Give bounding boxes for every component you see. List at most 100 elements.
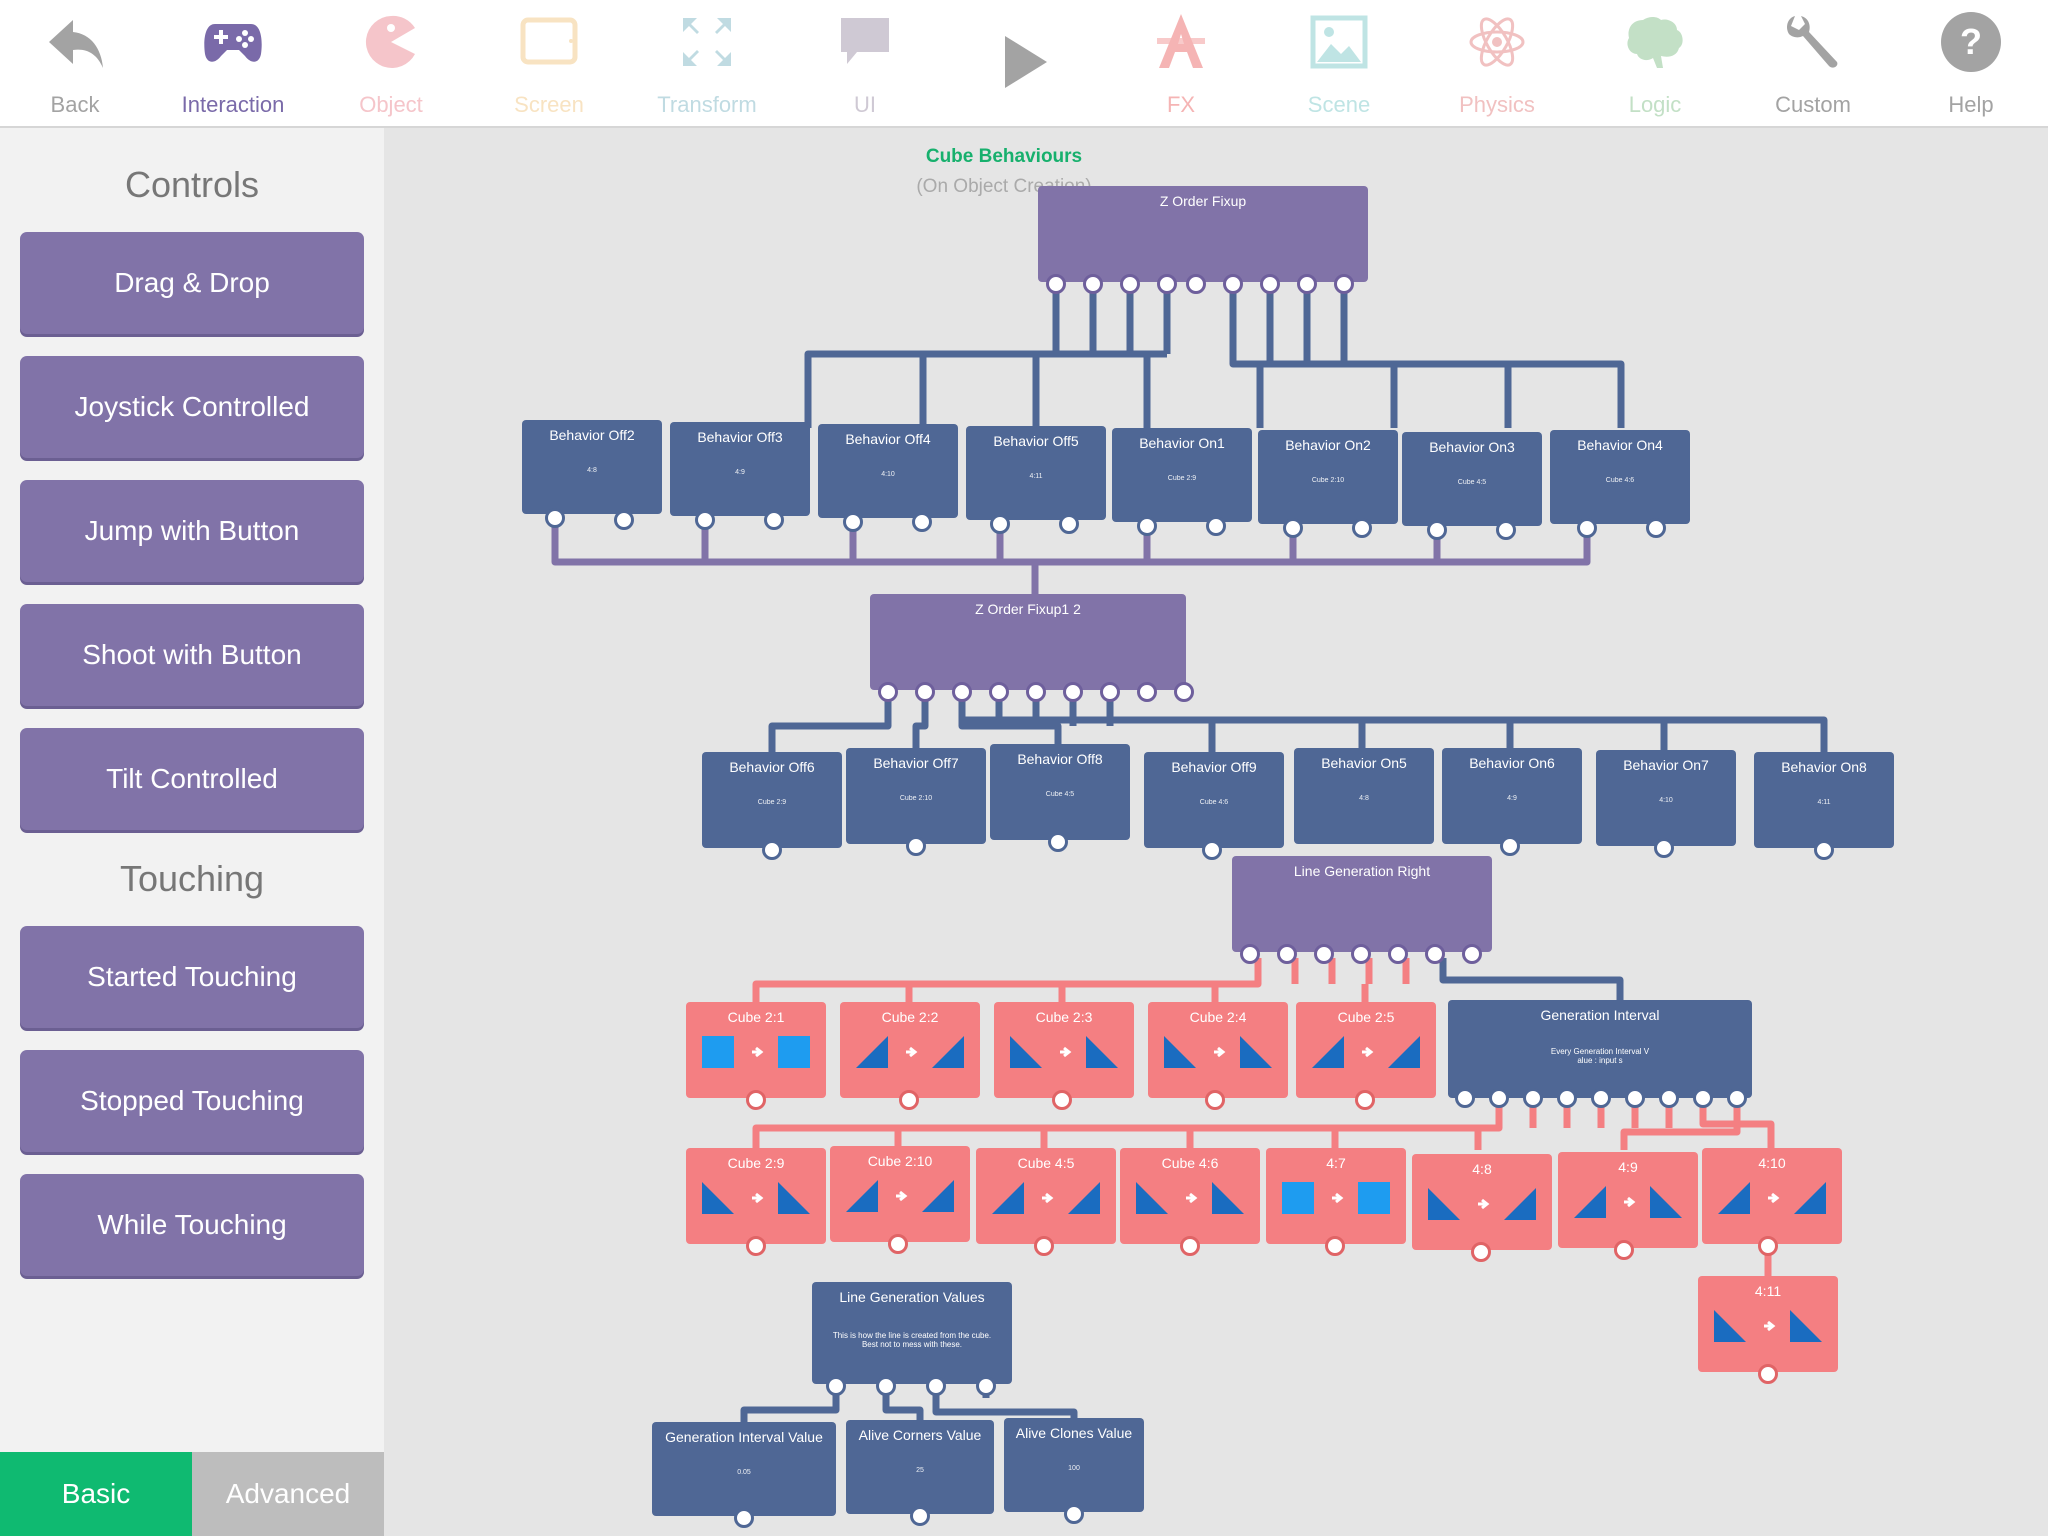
connection-port[interactable] <box>843 512 863 532</box>
connection-port[interactable] <box>990 514 1010 534</box>
toolbar-ui-button[interactable]: UI <box>790 0 940 126</box>
connection-port[interactable] <box>1048 832 1068 852</box>
connection-port[interactable] <box>1120 274 1140 294</box>
connection-port[interactable] <box>1427 520 1447 540</box>
cube-2-1-node[interactable]: Cube 2:1 <box>686 1002 826 1098</box>
connection-port[interactable] <box>826 1376 846 1396</box>
connection-port[interactable] <box>915 682 935 702</box>
cube-2-9-node[interactable]: Cube 2:9 <box>686 1148 826 1244</box>
toolbar-logic-button[interactable]: Logic <box>1580 0 1730 126</box>
behavior-graph-canvas[interactable]: Cube Behaviours (On Object Creation) Z O… <box>384 128 2048 1536</box>
connection-port[interactable] <box>1202 840 1222 860</box>
cube-2-10-node[interactable]: Cube 2:10 <box>830 1146 970 1242</box>
cube-2-5-node[interactable]: Cube 2:5 <box>1296 1002 1436 1098</box>
connection-port[interactable] <box>912 512 932 532</box>
connection-port[interactable] <box>614 510 634 530</box>
connection-port[interactable] <box>1693 1088 1713 1108</box>
connection-port[interactable] <box>1137 682 1157 702</box>
connection-port[interactable] <box>1659 1088 1679 1108</box>
connection-port[interactable] <box>1425 944 1445 964</box>
connection-port[interactable] <box>734 1508 754 1528</box>
connection-port[interactable] <box>1205 1090 1225 1110</box>
connection-port[interactable] <box>1727 1088 1747 1108</box>
toolbar-transform-button[interactable]: Transform <box>632 0 782 126</box>
toolbar-physics-button[interactable]: Physics <box>1422 0 1572 126</box>
connection-port[interactable] <box>1083 274 1103 294</box>
cube-4-11-node[interactable]: 4:11 <box>1698 1276 1838 1372</box>
connection-port[interactable] <box>899 1090 919 1110</box>
connection-port[interactable] <box>1277 944 1297 964</box>
toolbar-scene-button[interactable]: Scene <box>1264 0 1414 126</box>
connection-port[interactable] <box>1064 1504 1084 1524</box>
while-touching-button[interactable]: While Touching <box>20 1174 364 1276</box>
cube-4-5-node[interactable]: Cube 4:5 <box>976 1148 1116 1244</box>
connection-port[interactable] <box>1471 1242 1491 1262</box>
connection-port[interactable] <box>1026 682 1046 702</box>
toolbar-play-button[interactable] <box>948 0 1098 126</box>
connection-port[interactable] <box>1260 274 1280 294</box>
toolbar-custom-button[interactable]: Custom <box>1738 0 1888 126</box>
connection-port[interactable] <box>1223 274 1243 294</box>
connection-port[interactable] <box>746 1236 766 1256</box>
connection-port[interactable] <box>1297 274 1317 294</box>
connection-port[interactable] <box>695 510 715 530</box>
connection-port[interactable] <box>1351 944 1371 964</box>
connection-port[interactable] <box>1654 838 1674 858</box>
jump-with-button-button[interactable]: Jump with Button <box>20 480 364 582</box>
connection-port[interactable] <box>1240 944 1260 964</box>
connection-port[interactable] <box>1186 274 1206 294</box>
z-order-fixup-node[interactable]: Z Order Fixup <box>1038 186 1368 282</box>
toolbar-back-button[interactable]: Back <box>0 0 150 126</box>
connection-port[interactable] <box>1063 682 1083 702</box>
connection-port[interactable] <box>1646 518 1666 538</box>
toolbar-object-button[interactable]: Object <box>316 0 466 126</box>
connection-port[interactable] <box>1489 1088 1509 1108</box>
connection-port[interactable] <box>976 1376 996 1396</box>
shoot-with-button-button[interactable]: Shoot with Button <box>20 604 364 706</box>
tilt-controlled-button[interactable]: Tilt Controlled <box>20 728 364 830</box>
connection-port[interactable] <box>764 510 784 530</box>
cube-2-4-node[interactable]: Cube 2:4 <box>1148 1002 1288 1098</box>
toolbar-fx-button[interactable]: FX <box>1106 0 1256 126</box>
cube-4-7-node[interactable]: 4:7 <box>1266 1148 1406 1244</box>
connection-port[interactable] <box>926 1376 946 1396</box>
cube-2-2-node[interactable]: Cube 2:2 <box>840 1002 980 1098</box>
cube-4-6-node[interactable]: Cube 4:6 <box>1120 1148 1260 1244</box>
connection-port[interactable] <box>888 1234 908 1254</box>
connection-port[interactable] <box>1157 274 1177 294</box>
connection-port[interactable] <box>1577 518 1597 538</box>
joystick-controlled-button[interactable]: Joystick Controlled <box>20 356 364 458</box>
started-touching-button[interactable]: Started Touching <box>20 926 364 1028</box>
connection-port[interactable] <box>746 1090 766 1110</box>
connection-port[interactable] <box>1614 1240 1634 1260</box>
line-generation-values-node[interactable]: Line Generation Values This is how the l… <box>812 1282 1012 1384</box>
stopped-touching-button[interactable]: Stopped Touching <box>20 1050 364 1152</box>
generation-interval-node[interactable]: Generation Interval Every Generation Int… <box>1448 1000 1752 1098</box>
cube-2-3-node[interactable]: Cube 2:3 <box>994 1002 1134 1098</box>
connection-port[interactable] <box>989 682 1009 702</box>
connection-port[interactable] <box>952 682 972 702</box>
advanced-tab[interactable]: Advanced <box>192 1452 384 1536</box>
connection-port[interactable] <box>1046 274 1066 294</box>
connection-port[interactable] <box>878 682 898 702</box>
toolbar-screen-button[interactable]: Screen <box>474 0 624 126</box>
connection-port[interactable] <box>1100 682 1120 702</box>
connection-port[interactable] <box>1625 1088 1645 1108</box>
z-order-fixup-2-node[interactable]: Z Order Fixup1 2 <box>870 594 1186 690</box>
